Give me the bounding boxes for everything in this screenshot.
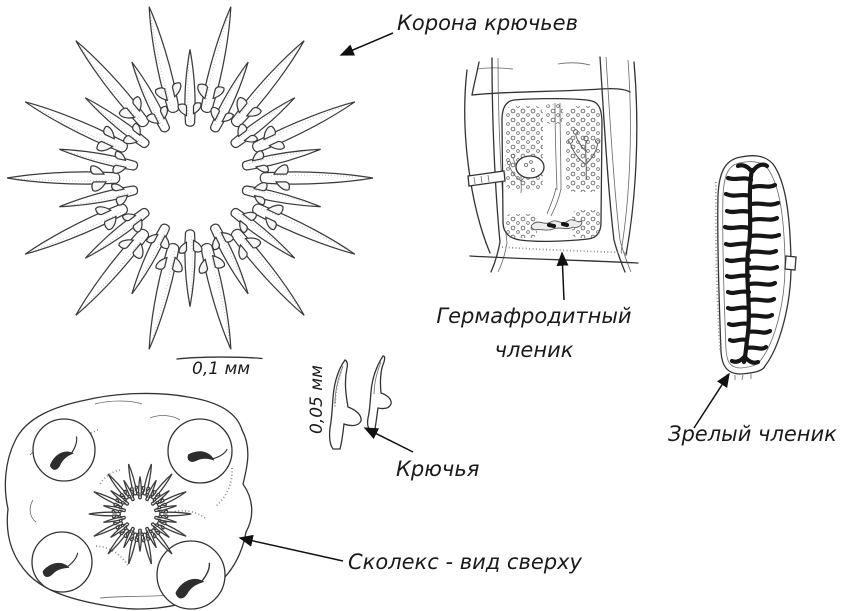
label-scolex: Сколекс - вид сверху	[348, 550, 582, 574]
label-crown-of-hooks: Корона крючьев	[397, 11, 578, 35]
arrow-hooks	[363, 427, 414, 453]
label-hermaphroditic-proglottid: Гермафродитный членик	[436, 304, 632, 362]
label-mature-proglottid: Зрелый членик	[668, 422, 837, 446]
hooks-pair-illustration	[328, 355, 392, 450]
scale-bar-0-05-mm: 0,05 мм	[307, 365, 327, 434]
scale-bar-0-1-mm: 0,1 мм	[192, 359, 251, 379]
label-hooks: Крючья	[396, 457, 480, 481]
arrow-mature-proglottid	[693, 372, 730, 429]
arrow-crown-of-hooks	[339, 32, 394, 56]
crown-of-hooks-illustration	[7, 4, 373, 352]
scolex-illustration	[4, 392, 253, 610]
arrow-scolex	[238, 534, 344, 562]
scale-bar-line	[176, 356, 263, 360]
hermaphroditic-proglottid-illustration	[464, 56, 639, 273]
leader-arrows	[238, 32, 730, 562]
arrow-hermaphroditic-proglottid	[556, 251, 569, 301]
mature-proglottid-illustration	[714, 155, 797, 381]
